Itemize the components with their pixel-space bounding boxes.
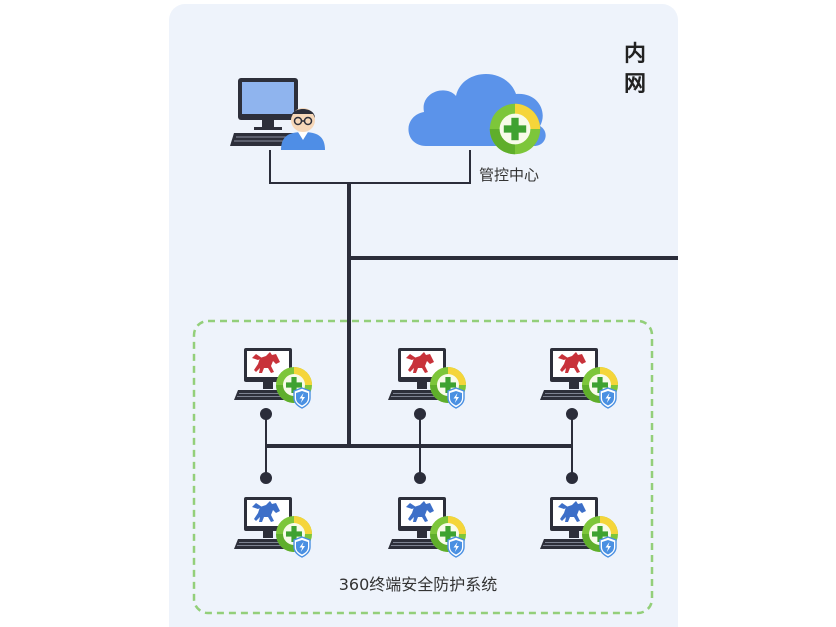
network-zone-label: 内网 xyxy=(623,42,646,97)
shield-lightning-icon xyxy=(599,387,617,409)
endpoint-computer xyxy=(539,496,618,558)
endpoint-computer xyxy=(233,347,312,409)
network-lines xyxy=(266,150,678,448)
connector-dot xyxy=(566,472,578,484)
connector-dot xyxy=(260,472,272,484)
admin-workstation xyxy=(229,77,325,150)
shield-lightning-icon xyxy=(293,387,311,409)
endpoint-computers xyxy=(233,347,618,558)
shield-lightning-icon xyxy=(599,536,617,558)
shield-lightning-icon xyxy=(447,387,465,409)
connector-dot xyxy=(260,408,272,420)
admin-link xyxy=(269,150,471,184)
connector-dot xyxy=(566,408,578,420)
connector-dot xyxy=(414,408,426,420)
360-plus-badge-icon xyxy=(489,103,541,155)
shield-lightning-icon xyxy=(447,536,465,558)
endpoint-group-border xyxy=(192,319,654,615)
endpoint-computer xyxy=(233,496,312,558)
endpoint-computer xyxy=(387,496,466,558)
management-center-label: 管控中心 xyxy=(479,166,540,184)
admin-user-icon xyxy=(281,108,325,150)
endpoint-computer xyxy=(387,347,466,409)
connector-dot xyxy=(414,472,426,484)
shield-lightning-icon xyxy=(293,536,311,558)
endpoint-group-label: 360终端安全防护系统 xyxy=(338,575,498,594)
management-cloud xyxy=(408,73,546,155)
endpoint-computer xyxy=(539,347,618,409)
endpoint-connectors xyxy=(260,408,578,484)
